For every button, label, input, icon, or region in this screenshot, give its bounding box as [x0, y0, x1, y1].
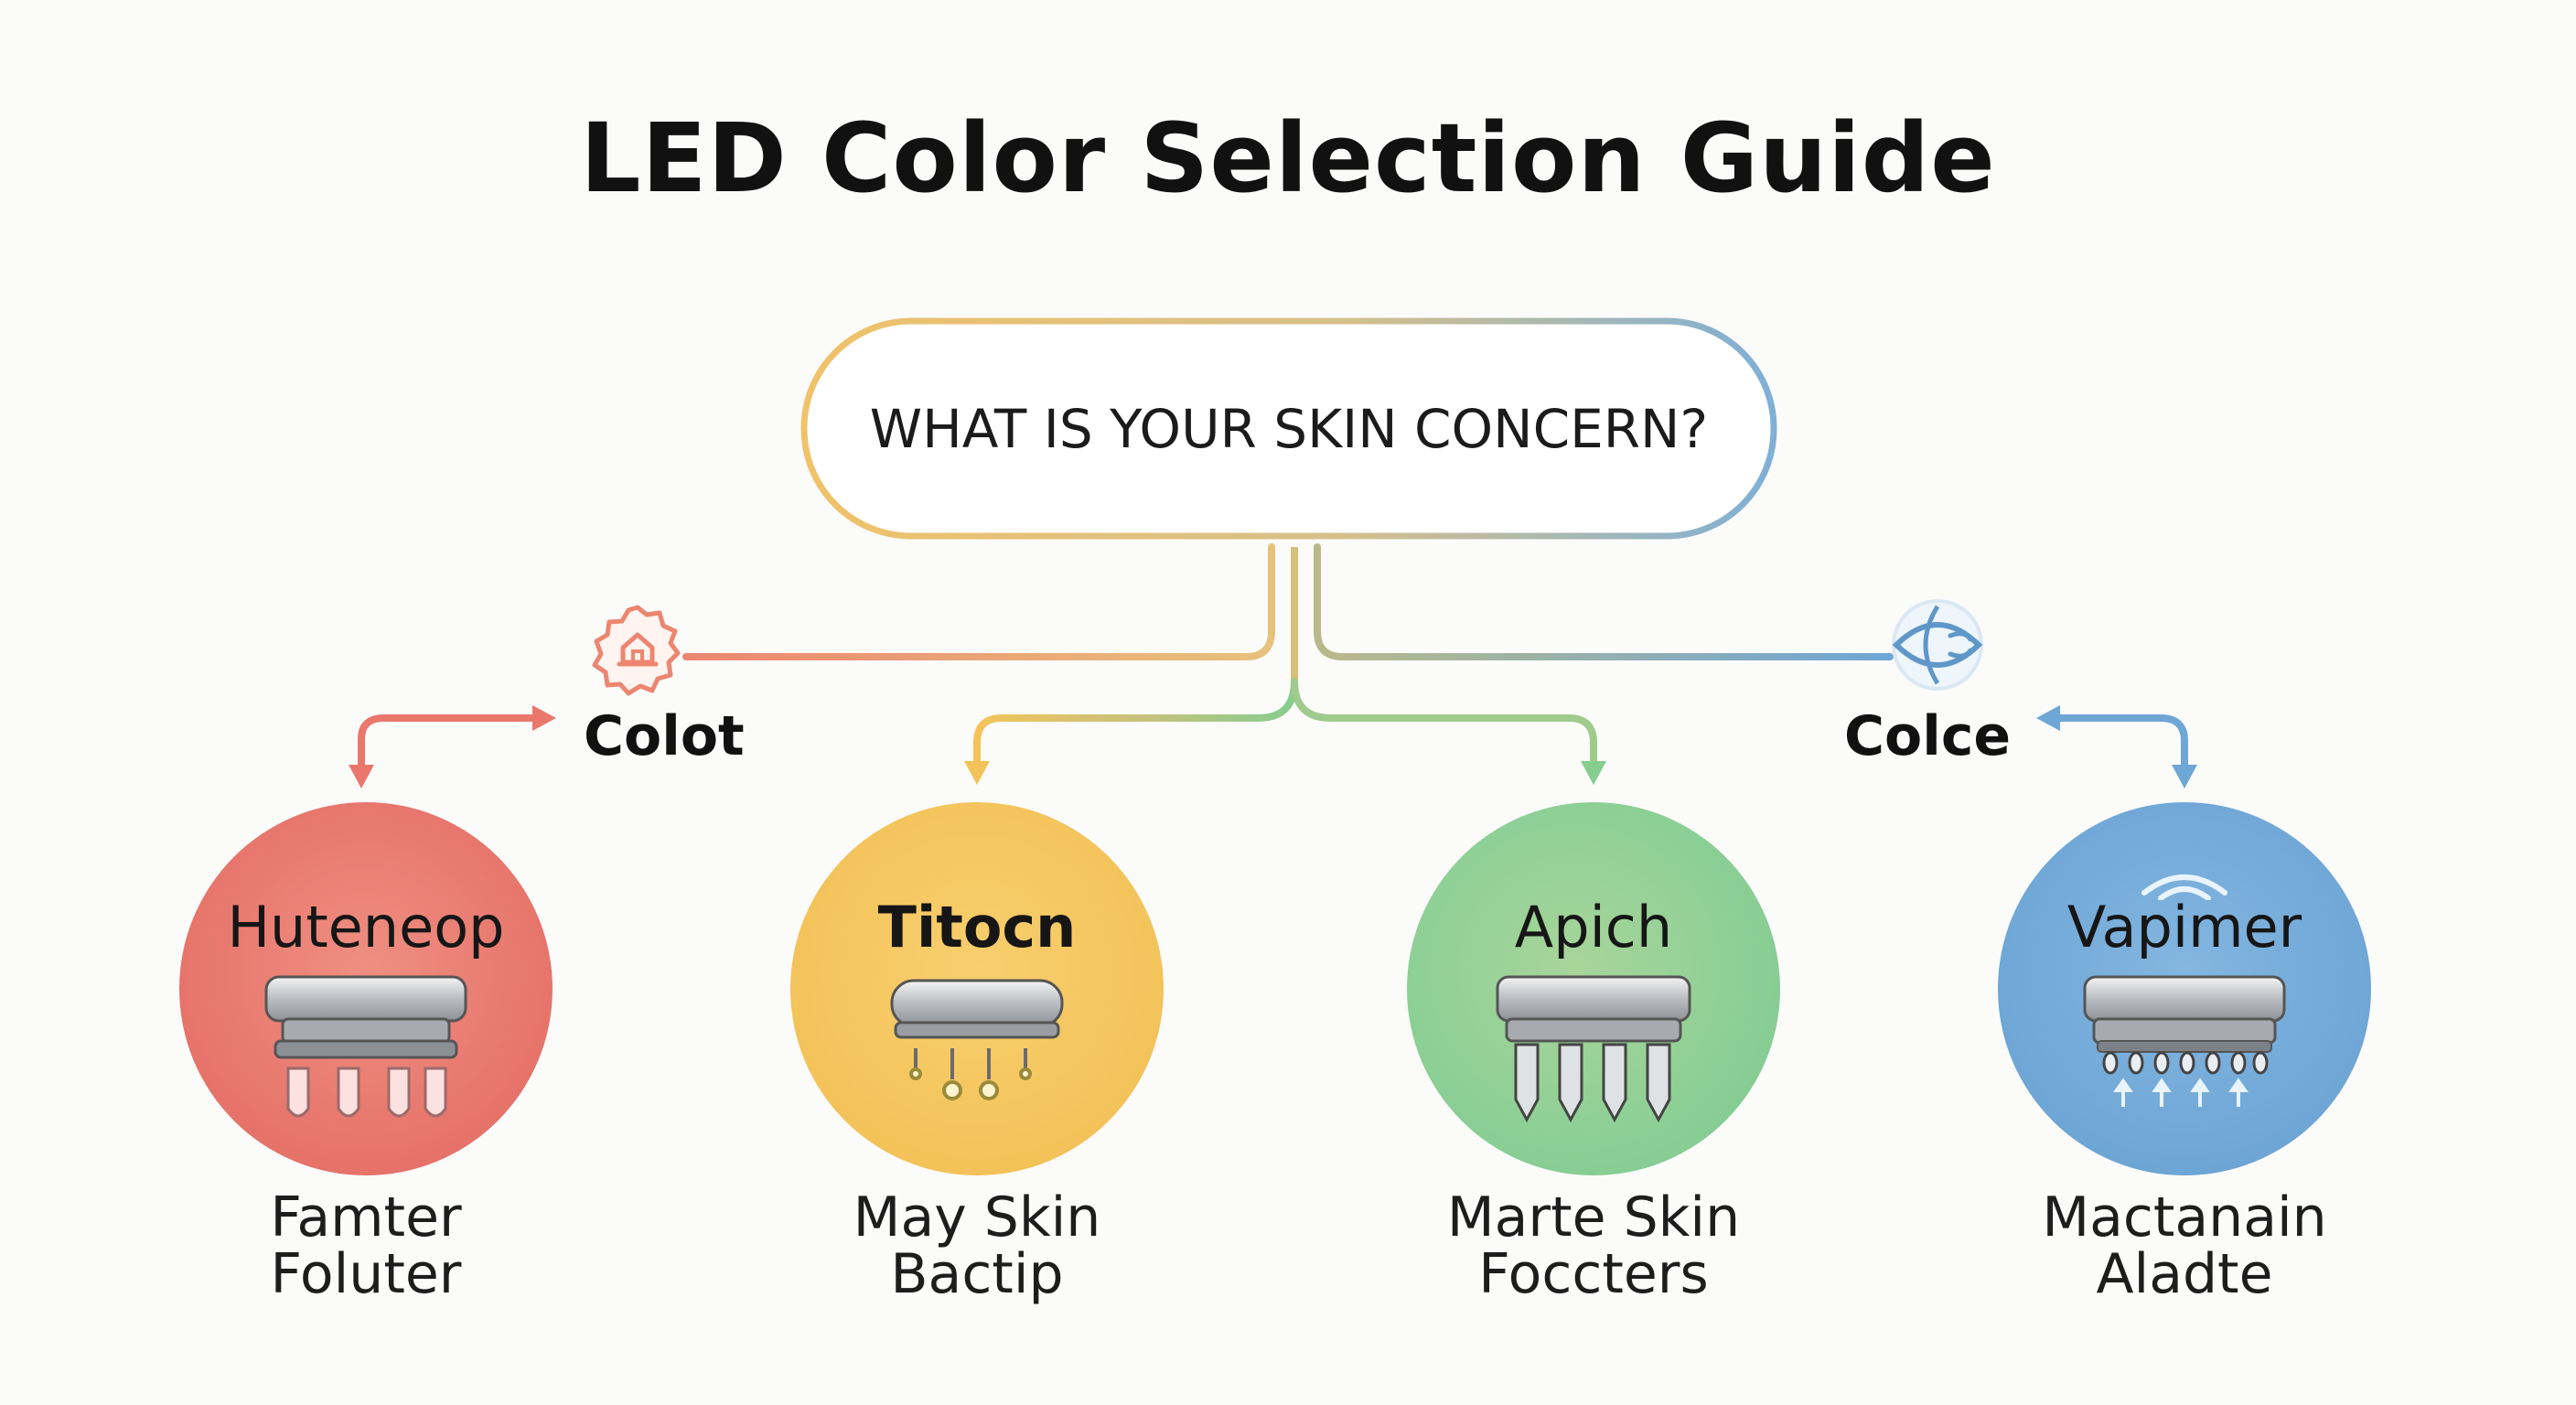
question-text: WHAT IS YOUR SKIN CONCERN?	[869, 397, 1709, 460]
house-badge-icon	[592, 605, 681, 696]
card-title: Vapimer	[2066, 894, 2302, 960]
caption-red: Famter Foluter	[128, 1189, 604, 1303]
question-box: WHAT IS YOUR SKIN CONCERN?	[800, 317, 1777, 540]
arrowhead-red-right	[532, 705, 556, 731]
option-card-yellow: Titocn	[790, 802, 1164, 1175]
question-box-border	[800, 317, 1777, 540]
caption-yellow: May Skin Bactip	[739, 1189, 1215, 1303]
caption-line: Foluter	[270, 1242, 462, 1306]
caption-line: Foccters	[1478, 1242, 1709, 1306]
branch-label-left: Colot	[584, 704, 745, 768]
led-device-icon	[2083, 975, 2286, 1107]
led-device-icon	[264, 975, 467, 1118]
eye-swirl-icon	[1892, 599, 1983, 691]
arrowhead-blue-left	[2036, 705, 2060, 731]
connector-middle-yellow	[973, 678, 1298, 767]
caption-line: Aladte	[2096, 1242, 2273, 1306]
led-device-icon	[1496, 975, 1691, 1123]
caption-line: May Skin	[853, 1185, 1101, 1249]
led-device-icon	[890, 979, 1064, 1100]
signal-arcs-icon	[2141, 874, 2227, 900]
arrowhead-red-down	[349, 765, 374, 788]
red-double-arrow	[358, 714, 539, 770]
caption-blue: Mactanain Aladte	[1947, 1189, 2422, 1303]
arrowhead-yellow	[964, 761, 990, 785]
card-title: Titocn	[877, 894, 1077, 960]
caption-green: Marte Skin Foccters	[1356, 1189, 1831, 1303]
caption-line: Bactip	[890, 1242, 1064, 1306]
branch-label-right: Colce	[1844, 704, 2012, 768]
option-card-blue: Vapimer	[1998, 802, 2371, 1175]
option-card-red: Huteneop	[179, 802, 553, 1175]
blue-double-arrow	[2053, 714, 2188, 770]
connector-middle-green	[1291, 678, 1597, 767]
option-card-green: Apich	[1407, 802, 1780, 1175]
card-title: Apich	[1514, 894, 1673, 960]
card-title: Huteneop	[227, 894, 505, 960]
caption-line: Famter	[270, 1185, 462, 1249]
page-title: LED Color Selection Guide	[580, 102, 1996, 214]
caption-line: Marte Skin	[1446, 1185, 1741, 1249]
caption-line: Mactanain	[2042, 1185, 2327, 1249]
arrowhead-green	[1581, 761, 1606, 785]
connector-right-branch	[1314, 543, 1894, 660]
arrowhead-blue-down	[2172, 765, 2197, 788]
connector-left-branch	[682, 543, 1275, 660]
